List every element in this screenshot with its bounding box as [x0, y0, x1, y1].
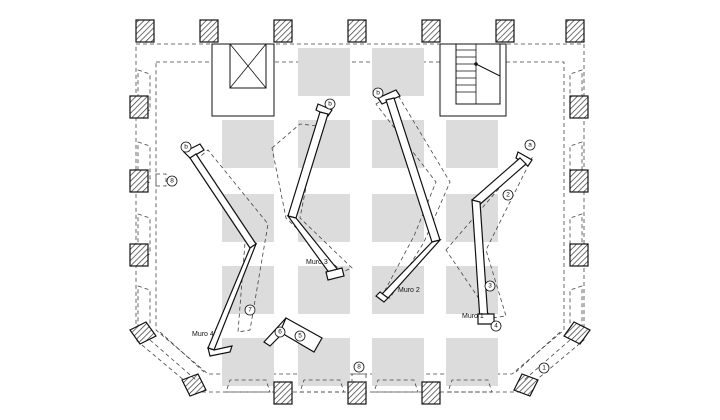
marker-b-wall3: b — [324, 98, 336, 110]
svg-text:7: 7 — [248, 307, 252, 314]
marker-2: 2 — [502, 189, 514, 201]
slot-bottom — [373, 379, 419, 393]
grid-cell — [372, 48, 424, 96]
label-muro-3: Muro 3 — [306, 259, 328, 266]
pillar — [569, 95, 589, 119]
pillars — [129, 19, 589, 405]
grid-cell — [446, 340, 498, 370]
grid-cell — [222, 120, 274, 168]
stair-steps — [456, 44, 477, 104]
pillar — [129, 169, 149, 193]
slot-bottom — [299, 379, 345, 393]
building-outline — [135, 43, 585, 393]
svg-text:1: 1 — [542, 365, 546, 372]
pillar — [347, 19, 367, 43]
slot-bottom — [447, 379, 493, 393]
wall-labels: Muro 1 Muro 2 Muro 3 Muro 4 — [192, 259, 484, 338]
slot-left — [137, 141, 151, 187]
svg-text:6: 6 — [278, 329, 282, 336]
slot-left — [137, 285, 151, 331]
pillar — [569, 243, 589, 267]
pillar — [565, 19, 585, 43]
pillar — [421, 19, 441, 43]
wall-4 — [182, 143, 258, 357]
svg-text:b: b — [376, 90, 380, 97]
grid-cell — [372, 340, 424, 370]
marker-8-left: 8 — [166, 175, 178, 187]
markers: b b b a 1 2 3 4 5 6 7 8 8 — [166, 87, 550, 374]
slot-right — [569, 69, 583, 115]
marker-6: 6 — [274, 326, 286, 338]
slot-left — [137, 213, 151, 259]
svg-text:4: 4 — [494, 323, 498, 330]
pillar — [129, 95, 149, 119]
svg-text:b: b — [328, 101, 332, 108]
slot-right — [569, 213, 583, 259]
pillar — [135, 19, 155, 43]
label-muro-2: Muro 2 — [398, 287, 420, 294]
grid-cell — [372, 266, 424, 314]
svg-text:a: a — [528, 142, 532, 149]
marker-5: 5 — [294, 330, 306, 342]
svg-text:b: b — [184, 144, 188, 151]
wall-1 — [471, 151, 533, 325]
slot-bottom — [225, 379, 271, 393]
pillar — [199, 19, 219, 43]
grid-cell — [298, 48, 350, 96]
grid-cell — [372, 194, 424, 242]
wall-3 — [286, 103, 345, 281]
svg-text:2: 2 — [506, 192, 510, 199]
wall-2 — [375, 89, 442, 303]
pillar — [495, 19, 515, 43]
slot-left — [137, 69, 151, 115]
marker-8-bottom: 8 — [353, 361, 365, 373]
pillar — [421, 381, 441, 405]
pillar — [273, 19, 293, 43]
pillar — [347, 381, 367, 405]
label-muro-4: Muro 4 — [192, 331, 214, 338]
marker-b-wall4: b — [180, 141, 192, 153]
svg-text:3: 3 — [488, 283, 492, 290]
slot-right — [569, 285, 583, 331]
corner-pillars — [129, 321, 591, 397]
marker-a: a — [524, 139, 536, 151]
marker-3: 3 — [484, 280, 496, 292]
pillar — [273, 381, 293, 405]
slot-right — [569, 141, 583, 187]
marker-4: 4 — [490, 320, 502, 332]
marker-7: 7 — [244, 304, 256, 316]
grid-cells — [222, 48, 498, 386]
stairwell-left — [211, 43, 275, 117]
svg-text:5: 5 — [298, 333, 302, 340]
svg-text:8: 8 — [357, 364, 361, 371]
pillar — [129, 243, 149, 267]
marker-8-boxes — [155, 173, 367, 383]
grid-cell — [222, 340, 274, 370]
marker-1: 1 — [538, 362, 550, 374]
pillar — [569, 169, 589, 193]
stairwell-right — [439, 43, 507, 117]
perimeter-slots — [137, 69, 583, 393]
corner-bands — [149, 331, 571, 381]
svg-text:8: 8 — [170, 178, 174, 185]
grid-cell — [446, 120, 498, 168]
marker-b-wall2: b — [372, 87, 384, 99]
label-muro-1: Muro 1 — [462, 313, 484, 320]
